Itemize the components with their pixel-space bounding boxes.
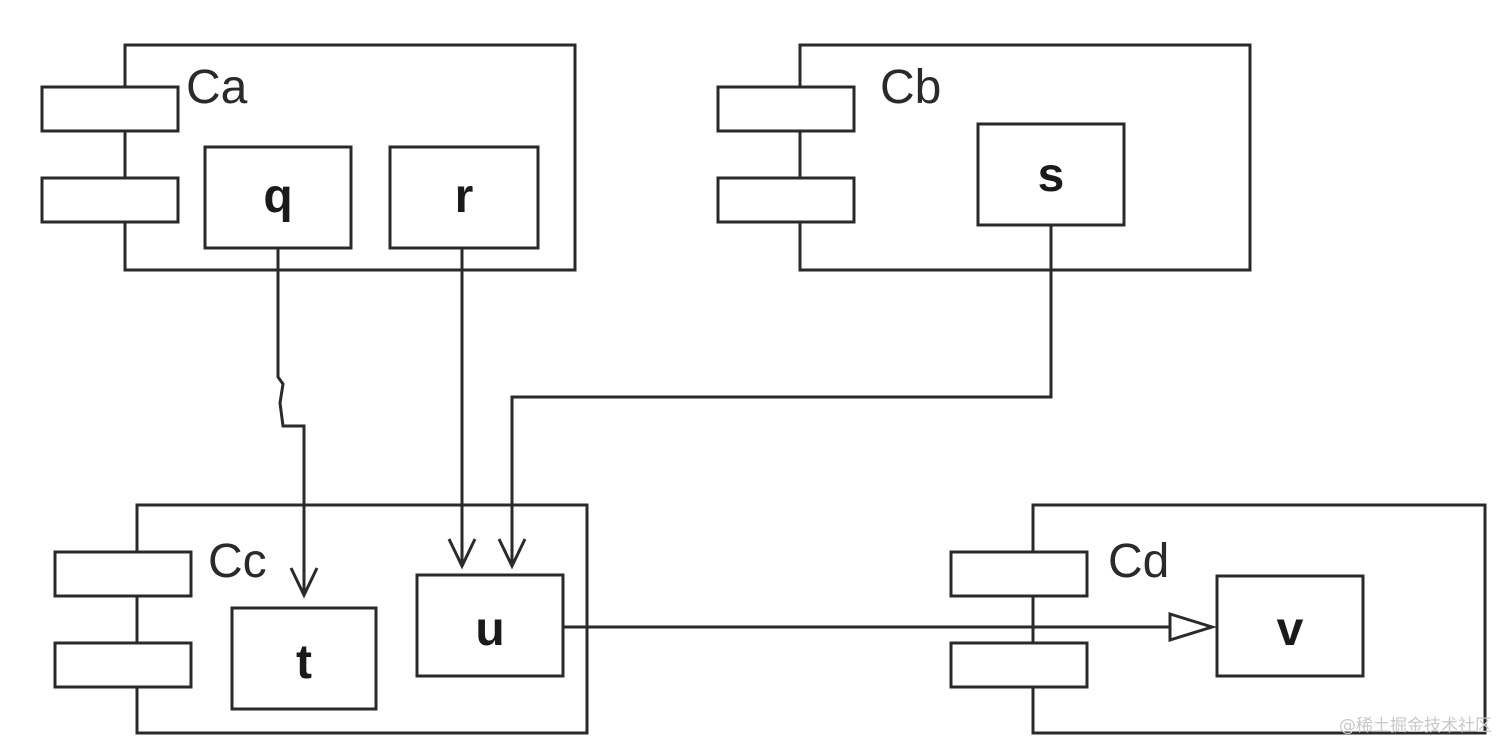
component-cb-port-bottom <box>716 176 856 224</box>
part-u-box <box>415 573 565 678</box>
component-cd: Cd v <box>949 503 1487 735</box>
component-cc-port-bottom <box>53 641 193 689</box>
part-t-box <box>230 606 378 711</box>
connector-u-to-v <box>563 611 1218 643</box>
component-cd-port-bottom <box>949 641 1089 689</box>
component-ca-port-top <box>40 85 180 133</box>
component-cc-port-top <box>53 550 193 598</box>
part-r: r <box>388 145 540 250</box>
part-s: s <box>976 122 1126 227</box>
arrowhead-u-right-icon <box>497 538 527 570</box>
part-t-label: t <box>296 636 312 689</box>
connector-q-to-t <box>276 248 319 599</box>
component-cc: Cc t u <box>53 503 589 735</box>
component-cd-label: Cd <box>1108 535 1169 588</box>
hollow-triangle-arrowhead-icon <box>1168 611 1218 643</box>
component-ca-port-bottom <box>40 176 180 224</box>
part-v-box <box>1215 574 1365 678</box>
part-r-box <box>388 145 540 250</box>
component-cb-label: Cb <box>880 61 941 114</box>
arrowhead-u-left-icon <box>447 538 477 570</box>
part-q: q <box>203 145 353 250</box>
component-cc-label: Cc <box>208 535 267 588</box>
connector-q-to-t-line <box>276 248 306 595</box>
part-u: u <box>415 573 565 678</box>
part-s-label: s <box>1038 149 1065 202</box>
part-t: t <box>230 606 378 711</box>
component-ca-label: Ca <box>186 61 248 114</box>
part-r-label: r <box>455 170 474 223</box>
component-cb-port-top <box>716 85 856 133</box>
component-cd-port-top <box>949 550 1089 598</box>
connector-s-to-u-line <box>510 225 1053 566</box>
component-cb: Cb s <box>716 43 1252 272</box>
part-v-label: v <box>1277 603 1304 656</box>
arrowhead-t-icon <box>289 567 319 599</box>
part-q-label: q <box>263 170 292 223</box>
part-u-label: u <box>475 603 504 656</box>
connector-s-to-u <box>497 225 1053 570</box>
component-ca: Ca q r <box>40 43 577 272</box>
part-v: v <box>1215 574 1365 678</box>
connector-r-to-u <box>447 248 477 570</box>
watermark: @稀土掘金技术社区 <box>1339 716 1492 736</box>
part-q-box <box>203 145 353 250</box>
